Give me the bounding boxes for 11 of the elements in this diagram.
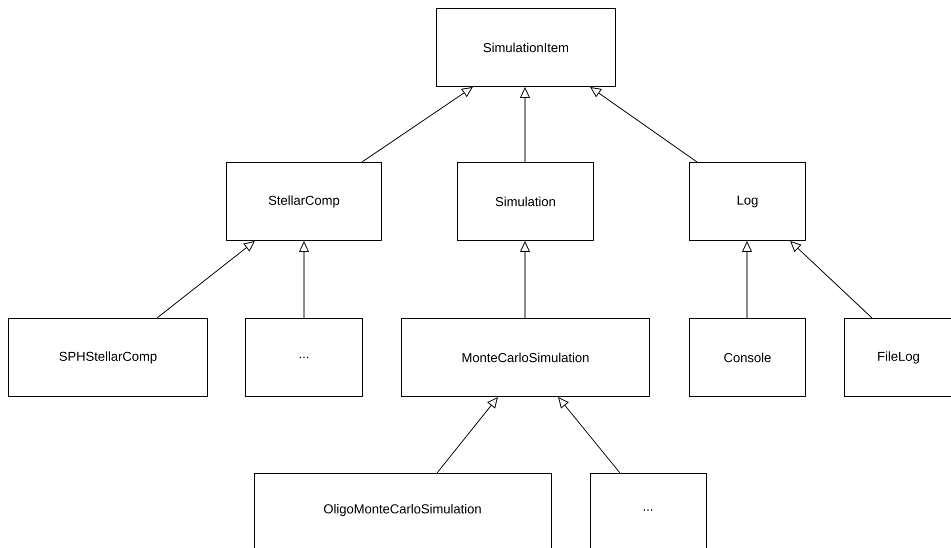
class-box: ... bbox=[245, 318, 363, 397]
class-box: SPHStellarComp bbox=[8, 318, 208, 397]
class-box: ... bbox=[590, 473, 707, 548]
class-box: Simulation bbox=[457, 162, 594, 241]
class-box: SimulationItem bbox=[436, 8, 616, 87]
class-box: MonteCarloSimulation bbox=[401, 318, 650, 397]
class-box: FileLog bbox=[844, 318, 951, 397]
class-box: StellarComp bbox=[226, 162, 382, 241]
class-box: Log bbox=[689, 162, 806, 241]
class-box: Console bbox=[689, 318, 806, 397]
class-box: OligoMonteCarloSimulation bbox=[254, 473, 552, 548]
